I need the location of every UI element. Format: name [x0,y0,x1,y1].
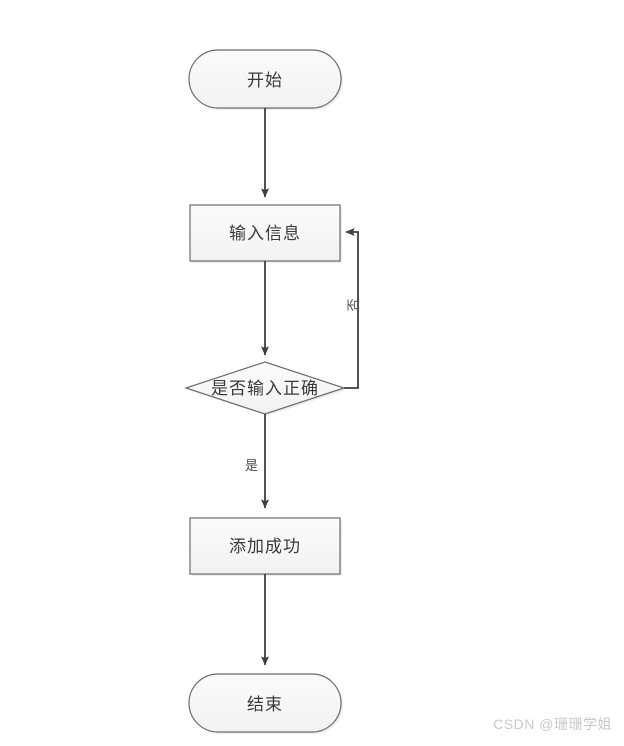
edge-label-no: 否 [346,298,361,311]
edge-label-yes: 是 [245,458,258,473]
node-end-label: 结束 [247,695,283,714]
node-input-shape [189,204,341,262]
node-end-shape [188,673,342,733]
node-decide[interactable]: 是否输入正确 [184,361,346,416]
node-success-label: 添加成功 [229,537,301,556]
node-decide-label: 是否输入正确 [211,379,319,398]
node-input-label: 输入信息 [229,224,301,243]
node-input[interactable]: 输入信息 [189,204,342,263]
node-start[interactable]: 开始 [188,49,343,110]
node-end[interactable]: 结束 [188,673,343,734]
node-success-shape [189,517,341,575]
node-success[interactable]: 添加成功 [189,517,342,576]
edge-decide-to-input-path [344,228,359,389]
edge-decide-to-input: 否 [344,228,361,389]
csdn-watermark: CSDN @珊珊学姐 [493,716,612,732]
node-start-label: 开始 [247,71,283,90]
edge-decide-to-success: 是 [245,414,269,509]
